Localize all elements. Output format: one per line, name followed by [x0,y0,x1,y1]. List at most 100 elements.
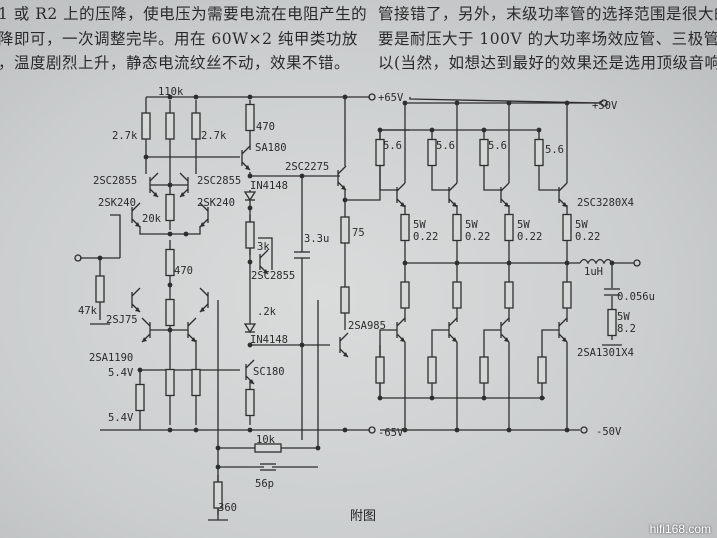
wire [379,329,397,345]
transistor [131,202,141,228]
label-2sk240-b: 2SK240 [197,197,235,209]
junction-dot [402,100,408,106]
resistor [504,213,514,242]
emitter-arrow [200,307,205,312]
emitter-arrow [400,337,405,342]
label-8-2: 8.2 [617,323,636,335]
junction-dot [564,100,570,106]
junction-dot [299,342,305,348]
transistor [131,287,141,313]
label-5-4v-b: 5.4V [108,412,134,424]
transistor [245,359,255,385]
junction-dot [167,282,173,288]
resistor [340,286,350,314]
resistor [452,281,462,309]
transistor [558,317,568,343]
wire [110,214,121,258]
rail-label-pos50: +50V [592,100,618,112]
label-0-056u: 0.056u [617,291,655,303]
rail-label-neg65: -65V [378,427,404,439]
junction-dot [506,427,512,433]
label-3-3u: 3.3u [304,233,329,245]
label-5-4v-a: 5.4V [108,367,134,379]
resistor [165,112,175,140]
transistor [199,202,209,228]
resistor [400,281,410,309]
junction-dot [454,260,460,266]
label-2-7k-b: 2.7k [201,130,227,142]
transistor [558,182,568,208]
label-1-2k: .2k [257,306,277,318]
transistor-collector [396,182,406,192]
transistor-collector [448,182,458,192]
transistor [396,317,406,343]
emitter-arrow [153,192,158,197]
label-5-6-3: 5.6 [488,140,507,152]
junction-dot [215,464,221,470]
resistor [479,138,489,167]
label-sc180: SC180 [253,366,285,378]
transistor [396,182,406,208]
junction-dot [167,327,173,333]
label-in4148-b: IN4148 [250,334,288,346]
resistor [191,112,201,140]
terminal [74,254,82,262]
label-emitter-resistor-value: 0.22 [465,231,490,243]
terminal [368,426,376,434]
terminal [580,426,588,434]
resistor [245,388,255,417]
junction-dot [454,100,460,106]
transistor [500,182,510,208]
transistor-collector [558,182,568,192]
transistor-collector [337,165,347,175]
transistor-collector [149,172,159,182]
terminal [633,259,641,267]
junction-dot [454,427,460,433]
label-360: 360 [218,502,237,514]
label-2sa1190: 2SA1190 [89,352,133,364]
label-2sc2275: 2SC2275 [285,161,329,173]
transistor [179,172,189,198]
resistor [165,193,175,222]
resistor [254,443,282,453]
label-emitter-resistor-power: 5W [517,219,530,231]
transistor-collector [131,287,141,297]
emitter-arrow [135,222,140,227]
junction-dot [247,342,253,348]
resistor [534,138,544,167]
junction-dot [247,94,253,100]
junction-dot [167,231,173,237]
label-56p: 56p [255,478,274,490]
transistor [259,249,269,275]
label-2sc2855-c: 2SC2855 [251,270,295,282]
junction-dot [377,127,383,133]
label-5-6-2: 5.6 [436,140,455,152]
junction-dot [193,94,199,100]
junction-dot [299,173,305,179]
transistor-collector [241,145,251,155]
resistor [562,213,572,242]
label-emitter-resistor-value: 0.22 [517,231,542,243]
transistor [149,172,159,198]
label-emitter-resistor-value: 0.22 [575,231,600,243]
junction-dot [167,427,173,433]
label-470-mid: 470 [174,265,193,277]
transistor-collector [339,332,349,342]
junction-dot [247,427,253,433]
junction-dot [342,427,348,433]
label-5w-zobel: 5W [617,311,630,323]
junction-dot [342,197,348,203]
junction-dot [193,427,199,433]
transistor-collector [500,182,510,192]
terminal [600,99,608,107]
transistor [448,182,458,208]
emitter-arrow [263,269,268,274]
resistor [427,356,437,384]
label-47k: 47k [78,305,98,317]
junction-dot [167,94,173,100]
junction-dot [342,94,348,100]
resistor [165,248,175,277]
junction-dot [481,395,487,401]
resistor [245,221,255,249]
